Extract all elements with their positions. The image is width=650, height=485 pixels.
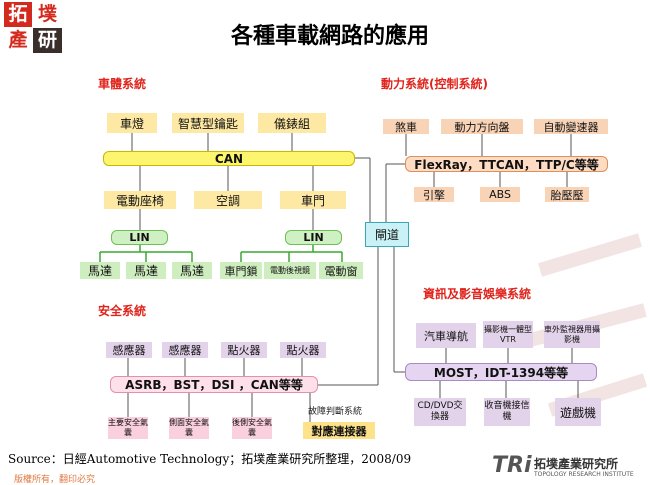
lin-bus-right: LIN: [285, 230, 342, 245]
node-sensor-2: 感應器: [162, 342, 208, 358]
section-title-safety: 安全系統: [98, 304, 147, 318]
logo-block-red: 拓: [4, 2, 32, 27]
node-instrument-cluster: 儀錶組: [258, 113, 326, 133]
node-power-seat: 電動座椅: [104, 191, 176, 209]
section-title-body: 車體系統: [98, 77, 147, 91]
node-motor-1: 馬達: [80, 262, 120, 279]
node-abs: ABS: [480, 187, 520, 202]
node-igniter-2: 點火器: [280, 342, 326, 358]
can-bus: CAN: [103, 151, 355, 166]
section-title-power: 動力系統(控制系統): [381, 77, 488, 91]
tri-logo-mark: TRi: [492, 453, 532, 478]
node-main-airbag: 主要安全氣囊: [108, 417, 148, 439]
node-smart-key: 智慧型鑰匙: [172, 113, 244, 133]
node-radio-receiver: 收音機接信機: [484, 398, 530, 426]
logo-block-top-right: 墣: [37, 3, 57, 25]
lin-bus-left: LIN: [111, 230, 168, 245]
logo-block-bottom-left: 產: [8, 29, 28, 51]
page-title: 各種車載網路的應用: [230, 23, 429, 49]
logo-block-dark: 研: [33, 28, 62, 53]
node-air-conditioning: 空調: [194, 191, 262, 209]
node-power-steering: 動力方向盤: [441, 119, 523, 134]
connector-node: 對應連接器: [303, 422, 375, 439]
tri-logo-cn: 拓墣產業研究所: [534, 457, 619, 471]
tri-logo-en: TOPOLOGY RESEARCH INSTITUTE: [534, 471, 634, 478]
node-game-console: 遊戲機: [555, 398, 601, 426]
node-motor-2: 馬達: [126, 262, 166, 279]
node-engine: 引擎: [414, 187, 454, 202]
brand-logo: 拓 墣 產 研: [4, 2, 62, 54]
node-igniter-1: 點火器: [221, 342, 267, 358]
node-side-airbag: 側面安全氣囊: [169, 417, 209, 439]
section-title-info: 資訊及影音娛樂系統: [423, 287, 532, 301]
node-cd-dvd-changer: CD/DVD交換器: [414, 398, 466, 426]
node-door: 車門: [280, 191, 346, 209]
node-motor-3: 馬達: [172, 262, 212, 279]
flexray-bus: FlexRay，TTCAN，TTP/C等等: [405, 156, 608, 172]
footer-copyright: 版權所有，翻印必究: [14, 475, 96, 485]
node-car-navigation: 汽車導航: [416, 323, 476, 348]
node-auto-transmission: 自動變速器: [534, 119, 608, 134]
footer-logo: TRi 拓墣產業研究所 TOPOLOGY RESEARCH INSTITUTE: [492, 453, 648, 483]
source-note: Source：日經Automotive Technology；拓墣產業研究所整理…: [8, 452, 412, 466]
node-headlight: 車燈: [107, 113, 157, 133]
node-brake: 煞車: [383, 119, 429, 134]
node-sensor-1: 感應器: [106, 342, 152, 358]
node-power-mirror: 電動後視鏡: [264, 262, 316, 279]
node-rear-side-airbag: 後側安全氣囊: [232, 417, 272, 439]
node-tire-pressure: 胎壓壓: [545, 187, 589, 202]
node-camcorder-vtr: 攝影機一體型VTR: [483, 321, 533, 348]
gateway-node: 閘道: [365, 222, 409, 247]
node-external-camera: 車外監視器用攝影機: [544, 321, 600, 348]
asrb-bus: ASRB，BST，DSI ，CAN等等: [110, 376, 318, 393]
most-bus: MOST，IDT-1394等等: [405, 363, 597, 381]
diagnosis-label: 故障判斷系統: [308, 407, 363, 417]
footer-bar: [0, 470, 650, 485]
node-door-lock: 車門鎖: [220, 262, 262, 279]
node-power-window: 電動窗: [319, 262, 363, 279]
